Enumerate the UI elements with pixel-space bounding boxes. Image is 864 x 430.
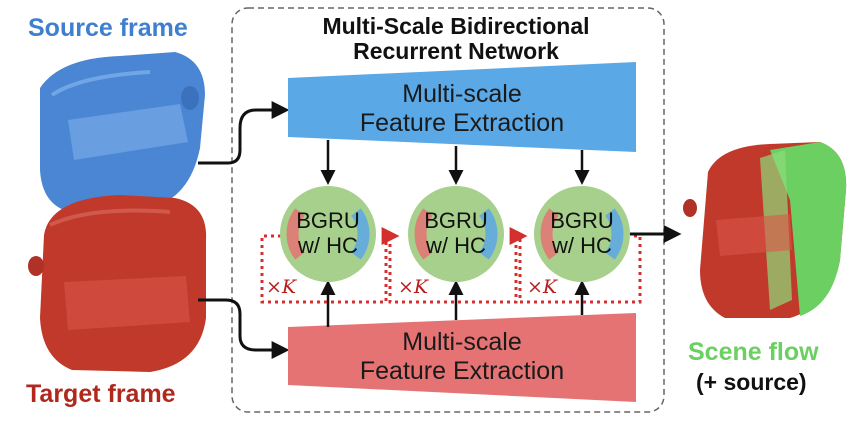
scene-flow-car-image xyxy=(683,142,847,318)
target-frame-label: Target frame xyxy=(26,380,176,408)
node-3-repeat-label: ×K xyxy=(527,276,558,298)
bgru-node-1-line-1: BGRU xyxy=(296,208,360,233)
bottom-feature-extraction-box xyxy=(288,313,636,402)
bgru-node-3-line-2: w/ HC xyxy=(552,233,612,258)
bgru-node-2-label: BGRU w/ HC xyxy=(401,208,511,258)
scene-flow-sublabel: (+ source) xyxy=(696,369,807,395)
bgru-node-3-label: BGRU w/ HC xyxy=(527,208,637,258)
node-1-repeat-label: ×K xyxy=(266,276,297,298)
top-box-label-line-1: Multi-scale xyxy=(402,80,522,108)
bgru-node-2 xyxy=(408,186,504,282)
network-title-line-1: Multi-Scale Bidirectional xyxy=(322,13,590,39)
node-2-repeat-label: ×K xyxy=(398,276,429,298)
bgru-node-2-line-2: w/ HC xyxy=(426,233,486,258)
bgru-node-1-label: BGRU w/ HC xyxy=(273,208,383,258)
target-car-image xyxy=(28,195,207,372)
bottom-box-label: Multi-scale Feature Extraction xyxy=(288,328,636,386)
bgru-node-3 xyxy=(534,186,630,282)
bottom-box-label-line-2: Feature Extraction xyxy=(359,357,565,385)
network-title-line-2: Recurrent Network xyxy=(353,38,559,64)
top-feature-extraction-box xyxy=(288,62,636,152)
source-car-image xyxy=(40,52,205,212)
top-box-label: Multi-scale Feature Extraction xyxy=(288,80,636,138)
source-frame-label: Source frame xyxy=(28,14,188,42)
source-input-arrow xyxy=(198,101,290,165)
bgru-node-3-line-1: BGRU xyxy=(550,208,614,233)
scene-flow-label: Scene flow xyxy=(688,338,819,366)
node-1-recurrence-loop xyxy=(260,227,400,304)
target-input-arrow xyxy=(198,298,290,359)
top-box-label-line-2: Feature Extraction xyxy=(359,109,565,137)
bgru-node-1 xyxy=(280,186,376,282)
bgru-node-1-line-2: w/ HC xyxy=(298,233,358,258)
bgru-node-2-line-1: BGRU xyxy=(424,208,488,233)
bottom-box-label-line-1: Multi-scale xyxy=(402,328,522,356)
network-container xyxy=(231,7,665,413)
node-2-recurrence-loop xyxy=(388,227,528,304)
network-title: Multi-Scale Bidirectional Recurrent Netw… xyxy=(236,14,676,64)
